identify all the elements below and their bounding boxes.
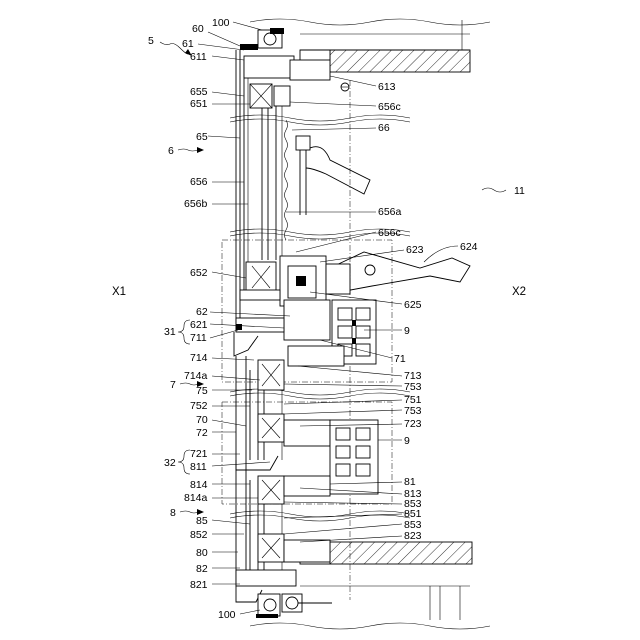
label-613: 613: [378, 81, 396, 93]
label-753-b: 753: [404, 405, 422, 417]
label-652: 652: [190, 267, 208, 279]
label-714: 714: [190, 352, 208, 364]
group-brackets: [178, 320, 190, 474]
label-624: 624: [460, 241, 478, 253]
label-31: 31: [164, 326, 176, 338]
label-8: 8: [170, 507, 176, 519]
label-752: 752: [190, 400, 208, 412]
lower-sash: [236, 470, 332, 618]
label-72: 72: [196, 427, 208, 439]
label-753-a: 753: [404, 381, 422, 393]
label-723: 723: [404, 418, 422, 430]
label-9-top: 9: [404, 325, 410, 337]
label-65: 65: [196, 131, 208, 143]
label-625: 625: [404, 299, 422, 311]
label-82: 82: [196, 563, 208, 575]
label-9-bottom: 9: [404, 435, 410, 447]
label-81: 81: [404, 476, 416, 488]
label-100-bottom: 100: [218, 609, 236, 621]
label-623: 623: [406, 244, 424, 256]
label-656c-top: 656c: [378, 101, 401, 113]
label-711: 711: [190, 332, 207, 344]
label-32: 32: [164, 457, 176, 469]
label-814: 814: [190, 479, 208, 491]
label-814a: 814a: [184, 492, 208, 504]
meeting-rail-31: [234, 300, 376, 366]
label-656b: 656b: [184, 198, 208, 210]
label-61: 61: [182, 38, 194, 50]
label-5: 5: [148, 35, 154, 47]
label-6: 6: [168, 145, 174, 157]
upper-handle: [296, 136, 370, 215]
label-7: 7: [170, 379, 176, 391]
label-60: 60: [192, 23, 204, 35]
label-656c-mid: 656c: [378, 227, 401, 239]
side-label-x2: X2: [512, 286, 526, 298]
label-71: 71: [394, 353, 406, 365]
label-80: 80: [196, 547, 208, 559]
label-852: 852: [190, 529, 208, 541]
label-11: 11: [514, 185, 525, 197]
label-655: 655: [190, 86, 208, 98]
label-811: 811: [190, 461, 207, 473]
label-66: 66: [378, 122, 390, 134]
side-label-x1: X1: [112, 286, 126, 298]
label-656: 656: [190, 176, 208, 188]
label-75: 75: [196, 385, 208, 397]
label-62: 62: [196, 306, 208, 318]
label-721: 721: [190, 448, 208, 460]
label-823: 823: [404, 530, 422, 542]
label-714a: 714a: [184, 370, 208, 382]
label-85: 85: [196, 515, 208, 527]
label-651: 651: [190, 98, 208, 110]
label-656a: 656a: [378, 206, 402, 218]
label-611: 611: [190, 51, 207, 63]
label-621: 621: [190, 319, 208, 331]
label-100-top: 100: [212, 17, 230, 29]
label-821: 821: [190, 579, 208, 591]
label-70: 70: [196, 414, 208, 426]
